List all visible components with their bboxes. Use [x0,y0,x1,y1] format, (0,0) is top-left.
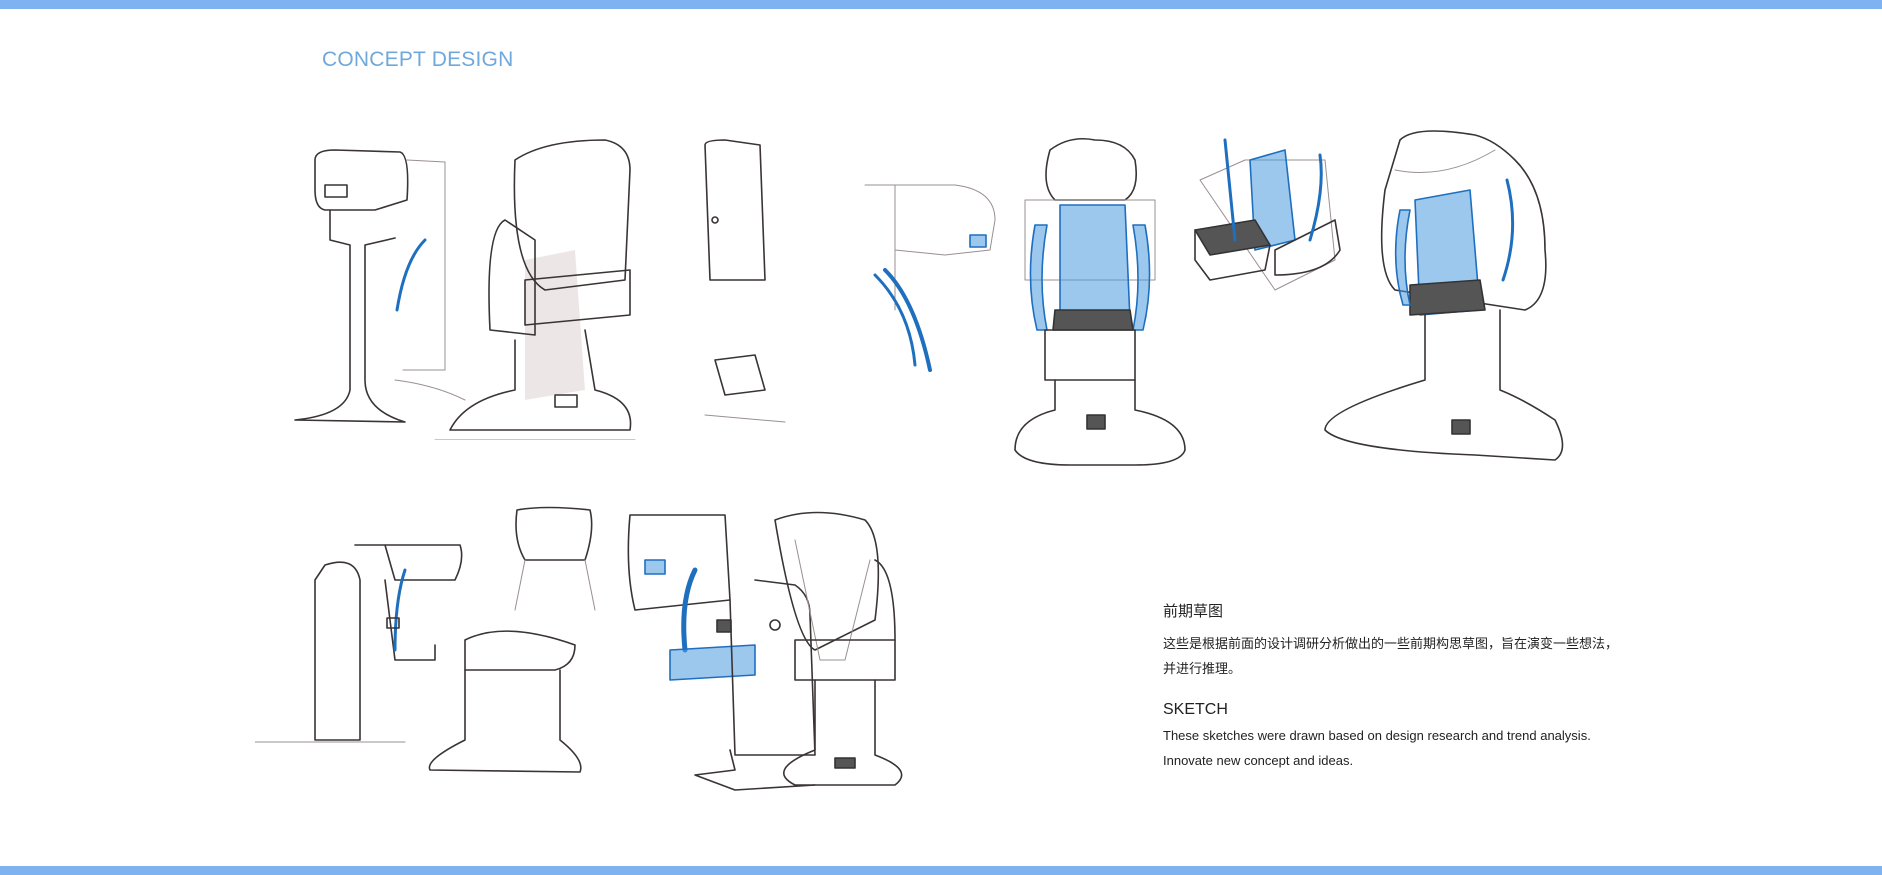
sketch-mammography-unit-group-2 [855,130,1635,500]
chinese-paragraph-line-2: 并进行推理。 [1163,661,1242,676]
english-heading: SKETCH [1163,701,1228,718]
sketch-description: 前期草图 这些是根据前面的设计调研分析做出的一些前期构思草图，旨在演变一些想法，… [1163,600,1623,773]
chinese-heading: 前期草图 [1163,603,1224,620]
bottom-accent-bar [0,866,1882,875]
top-accent-bar [0,0,1882,9]
chinese-paragraph-line-1: 这些是根据前面的设计调研分析做出的一些前期构思草图，旨在演变一些想法， [1163,636,1619,651]
english-paragraph-line-2: Innovate new concept and ideas. [1163,753,1354,768]
page-title: CONCEPT DESIGN [322,48,514,71]
english-paragraph-line-1: These sketches were drawn based on desig… [1163,728,1591,743]
sketch-mammography-unit-group-1 [285,130,805,441]
sketch-mammography-unit-group-3 [254,500,1075,800]
